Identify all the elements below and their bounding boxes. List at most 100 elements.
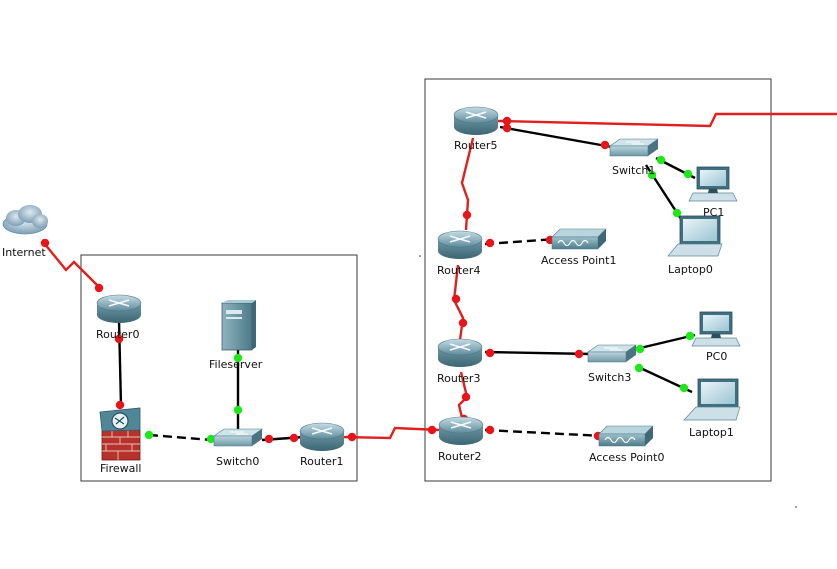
device-label: Router0 <box>96 328 139 341</box>
device-firewall[interactable]: Firewall <box>99 407 141 475</box>
device-access-point0[interactable]: Access Point0 <box>589 425 664 464</box>
device-label: Access Point1 <box>541 254 616 267</box>
port-dot <box>683 169 693 179</box>
device-label: Fileserver <box>209 358 263 371</box>
port-dot <box>600 140 610 150</box>
link-router3-router4[interactable] <box>452 264 465 341</box>
device-label: Router3 <box>437 372 480 385</box>
device-router4[interactable]: Router4 <box>437 230 483 277</box>
port-dot <box>462 210 472 220</box>
port-dot <box>289 433 299 443</box>
port-dot <box>264 434 274 444</box>
switch-icon <box>213 428 263 447</box>
device-router3[interactable]: Router3 <box>437 338 483 385</box>
device-switch1[interactable]: Switch1 <box>609 138 659 177</box>
port-dot <box>485 348 495 358</box>
port-dot <box>206 434 216 444</box>
cloud-icon <box>2 205 48 235</box>
device-label: Access Point0 <box>589 451 664 464</box>
link-router5-offscreen[interactable] <box>497 112 837 128</box>
router-icon <box>96 294 142 323</box>
right-network-area <box>424 78 772 482</box>
link-router3-switch3[interactable] <box>484 350 593 356</box>
port-dot <box>451 294 461 304</box>
port-dot <box>347 432 357 442</box>
port-dot <box>114 334 124 344</box>
device-router5[interactable]: Router5 <box>453 106 499 152</box>
port-dot <box>461 392 471 402</box>
router-icon <box>299 422 345 451</box>
device-switch0[interactable]: Switch0 <box>213 428 263 468</box>
device-label: Switch0 <box>216 455 259 468</box>
device-label: PC0 <box>706 350 727 363</box>
port-dot <box>458 318 468 328</box>
device-laptop0[interactable]: Laptop0 <box>667 215 723 276</box>
left-network-area <box>80 254 358 482</box>
canvas-speck <box>419 255 421 257</box>
device-label: Internet <box>2 246 46 259</box>
port-dot <box>685 331 695 341</box>
link-switch3-pc0[interactable] <box>635 333 696 351</box>
device-router1[interactable]: Router1 <box>299 422 345 468</box>
link-router4-access-point1[interactable] <box>484 237 557 246</box>
canvas-speck <box>795 506 797 508</box>
device-label: Router4 <box>437 264 480 277</box>
device-internet[interactable]: Internet <box>2 205 48 259</box>
port-dot <box>679 383 689 393</box>
link-firewall-switch0[interactable] <box>148 433 213 442</box>
link-router2-access-point0[interactable] <box>484 428 604 438</box>
port-dot <box>574 349 584 359</box>
router-icon <box>437 338 483 367</box>
link-router5-switch1[interactable] <box>499 125 613 149</box>
device-pc0[interactable]: PC0 <box>691 311 741 363</box>
port-dot <box>656 155 666 165</box>
router-icon <box>437 230 483 259</box>
port-dot <box>427 425 437 435</box>
port-indicators <box>40 115 695 444</box>
device-router0[interactable]: Router0 <box>96 294 142 341</box>
device-label: Router1 <box>300 455 343 468</box>
port-dot <box>94 283 104 293</box>
port-dot <box>647 170 657 180</box>
pc-icon <box>691 311 741 347</box>
device-label: Firewall <box>100 462 141 475</box>
port-dot <box>635 344 645 354</box>
switch-icon <box>587 344 637 363</box>
port-dot <box>115 400 125 410</box>
port-dot <box>485 425 495 435</box>
switch-icon <box>609 138 659 157</box>
device-label: Switch3 <box>588 371 631 384</box>
port-dot <box>634 363 644 373</box>
port-dot <box>502 123 512 133</box>
device-label: Laptop1 <box>689 426 734 439</box>
access-point-icon <box>598 425 654 447</box>
port-dot <box>502 116 512 126</box>
device-label: Switch1 <box>612 164 655 177</box>
device-switch3[interactable]: Switch3 <box>587 344 637 384</box>
server-icon <box>221 300 256 351</box>
laptop-icon <box>667 215 723 257</box>
device-pc1[interactable]: PC1 <box>688 166 738 219</box>
pc-icon <box>688 166 738 202</box>
device-laptop1[interactable]: Laptop1 <box>683 378 741 439</box>
link-internet-router0[interactable] <box>43 242 101 289</box>
device-label: Router2 <box>438 450 481 463</box>
device-label: Router5 <box>454 139 497 152</box>
port-dot <box>233 405 243 415</box>
device-router2[interactable]: Router2 <box>438 416 484 463</box>
access-point-icon <box>551 228 607 250</box>
device-fileserver[interactable]: Fileserver <box>209 300 263 371</box>
port-dot <box>40 238 50 248</box>
firewall-icon <box>99 407 141 461</box>
device-label: Laptop0 <box>668 263 713 276</box>
port-dot <box>672 208 682 218</box>
link-router0-firewall[interactable] <box>117 319 123 407</box>
link-router2-router3[interactable] <box>457 371 469 419</box>
port-dot <box>233 353 243 363</box>
link-router1-router2[interactable] <box>341 426 441 440</box>
port-dot <box>144 430 154 440</box>
router-icon <box>453 106 499 135</box>
router-icon <box>438 416 484 445</box>
device-access-point1[interactable]: Access Point1 <box>541 228 616 267</box>
